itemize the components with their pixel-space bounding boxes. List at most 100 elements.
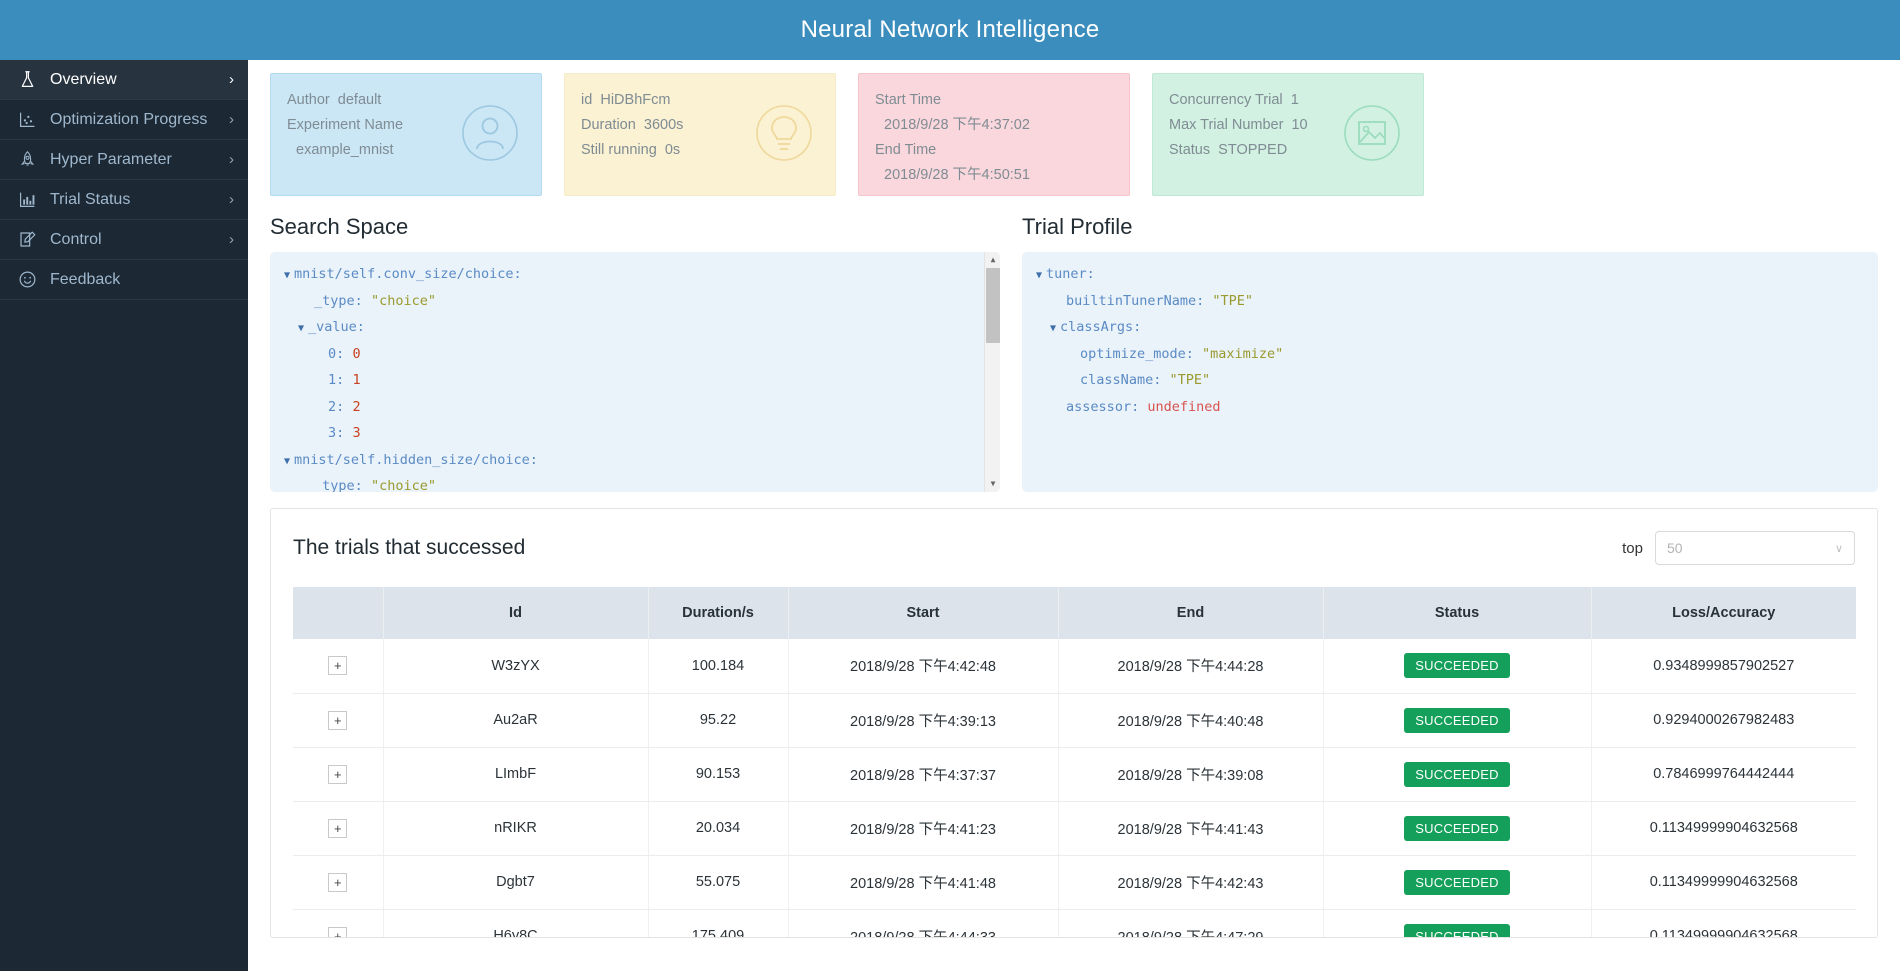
- json-row[interactable]: ▼mnist/self.hidden_size/choice:: [284, 448, 1000, 475]
- json-key: _type:: [314, 478, 363, 492]
- json-value: "maximize": [1201, 345, 1284, 362]
- json-key: 0:: [328, 345, 345, 362]
- json-key: classArgs:: [1060, 319, 1142, 335]
- tree-toggle-icon[interactable]: ▼: [284, 455, 291, 467]
- json-key: builtinTunerName:: [1066, 292, 1205, 309]
- tree-spacer: [312, 403, 324, 414]
- status-card: Concurrency Trial 1 Max Trial Number 10 …: [1152, 73, 1424, 196]
- top-label: top: [1622, 539, 1643, 557]
- tree-toggle-icon[interactable]: ▼: [298, 323, 305, 334]
- flask-icon: [16, 69, 38, 91]
- sidebar-item-label: Overview: [50, 70, 117, 88]
- json-row: _type: "choice": [284, 474, 1000, 492]
- lightbulb-icon: [756, 105, 812, 161]
- sidebar-item-label: Feedback: [50, 270, 121, 288]
- concurrency-line: Concurrency Trial 1: [1169, 88, 1407, 113]
- json-row[interactable]: ▼mnist/self.conv_size/choice:: [284, 262, 1000, 289]
- sidebar-item-label: Hyper Parameter: [50, 150, 172, 168]
- status-value: STOPPED: [1218, 142, 1288, 158]
- row-expander-cell: +: [293, 639, 384, 694]
- tree-toggle-icon[interactable]: ▼: [1050, 323, 1057, 334]
- search-space-panel[interactable]: ▼mnist/self.conv_size/choice: _type: "ch…: [270, 252, 1000, 492]
- cell-status: SUCCEEDED: [1323, 801, 1592, 856]
- still-running-value: 0s: [664, 142, 681, 158]
- row-expander-cell: +: [293, 693, 384, 748]
- json-key: _value:: [308, 319, 365, 335]
- image-icon: [1344, 105, 1400, 161]
- row-expander-cell: +: [293, 801, 384, 856]
- row-expander-cell: +: [293, 747, 384, 802]
- expand-row-button[interactable]: +: [328, 764, 348, 784]
- tree-toggle-icon[interactable]: ▼: [284, 270, 291, 281]
- experiment-card: id HiDBhFcm Duration 3600s Still running…: [564, 73, 836, 196]
- tree-spacer: [1064, 350, 1076, 361]
- json-row[interactable]: ▼classArgs:: [1036, 315, 1878, 342]
- cell-status: SUCCEEDED: [1323, 693, 1592, 748]
- json-row: builtinTunerName: "TPE": [1036, 289, 1878, 316]
- trial-profile-title: Trial Profile: [1022, 214, 1133, 239]
- expand-row-button[interactable]: +: [328, 710, 348, 730]
- tree-toggle-icon[interactable]: ▼: [1036, 270, 1043, 281]
- cell-start: 2018/9/28 下午4:37:37: [788, 747, 1059, 802]
- rocket-icon: [16, 149, 38, 171]
- top-count-value: 50: [1667, 540, 1683, 556]
- json-row[interactable]: ▼tuner:: [1036, 262, 1878, 289]
- expand-row-button[interactable]: +: [328, 926, 348, 937]
- search-space-scrollbar[interactable]: ▲ ▼: [984, 252, 1000, 492]
- scroll-down-arrow[interactable]: ▼: [990, 478, 996, 488]
- status-badge: SUCCEEDED: [1404, 761, 1510, 787]
- experiment-name-label: Experiment Name: [287, 117, 404, 133]
- top-filter: top 50 ∨: [1622, 531, 1855, 565]
- column-header-status: Status: [1323, 587, 1592, 639]
- json-row[interactable]: ▼_value:: [284, 315, 1000, 342]
- trial-profile-panel[interactable]: ▼tuner: builtinTunerName: "TPE"▼classArg…: [1022, 252, 1878, 492]
- sidebar-item-control[interactable]: Control ›: [0, 220, 248, 260]
- author-value: default: [337, 92, 382, 108]
- cell-loss: 0.7846999764442444: [1591, 747, 1856, 802]
- sidebar-item-trial-status[interactable]: Trial Status›: [0, 180, 248, 220]
- status-badge: SUCCEEDED: [1404, 869, 1510, 895]
- top-count-select[interactable]: 50 ∨: [1655, 531, 1855, 565]
- column-header-start: Start: [788, 587, 1059, 639]
- chevron-right-icon: ›: [229, 231, 234, 248]
- id-label: id: [581, 92, 593, 108]
- cell-end: 2018/9/28 下午4:39:08: [1058, 747, 1324, 802]
- sidebar-item-hyper-parameter[interactable]: Hyper Parameter›: [0, 140, 248, 180]
- scroll-up-arrow[interactable]: ▲: [990, 254, 996, 264]
- sidebar-item-optimization-progress[interactable]: Optimization Progress›: [0, 100, 248, 140]
- status-badge: SUCCEEDED: [1404, 923, 1510, 937]
- cell-loss: 0.11349999904632568: [1591, 909, 1856, 937]
- expand-row-button[interactable]: +: [328, 872, 348, 892]
- max-trial-line: Max Trial Number 10: [1169, 113, 1407, 138]
- sidebar-item-label: Control: [50, 230, 102, 248]
- tree-spacer: [312, 429, 324, 440]
- bar-chart-icon: [16, 189, 38, 211]
- json-row: 3: 3: [284, 421, 1000, 448]
- sidebar-item-feedback[interactable]: Feedback: [0, 260, 248, 300]
- concurrency-label: Concurrency Trial: [1169, 92, 1283, 108]
- sidebar-item-overview[interactable]: Overview›: [0, 60, 248, 100]
- cell-end: 2018/9/28 下午4:47:29: [1058, 909, 1324, 937]
- json-row: assessor: undefined: [1036, 395, 1878, 422]
- main-content: Author default Experiment Name example_m…: [248, 60, 1900, 971]
- experiment-name-value: example_mnist: [296, 142, 394, 158]
- sidebar-item-label: Optimization Progress: [50, 110, 208, 128]
- json-row: _type: "choice": [284, 289, 1000, 316]
- cell-end: 2018/9/28 下午4:41:43: [1058, 801, 1324, 856]
- expand-row-button[interactable]: +: [328, 656, 348, 676]
- scrollbar-thumb[interactable]: [986, 268, 1000, 343]
- json-value: "TPE": [1212, 292, 1253, 309]
- tree-spacer: [1050, 297, 1062, 308]
- trials-title: The trials that successed: [293, 536, 526, 559]
- expand-row-button[interactable]: +: [328, 818, 348, 838]
- cell-id: Dgbt7: [383, 855, 649, 910]
- json-key: 2:: [328, 398, 345, 415]
- summary-cards: Author default Experiment Name example_m…: [270, 60, 1878, 196]
